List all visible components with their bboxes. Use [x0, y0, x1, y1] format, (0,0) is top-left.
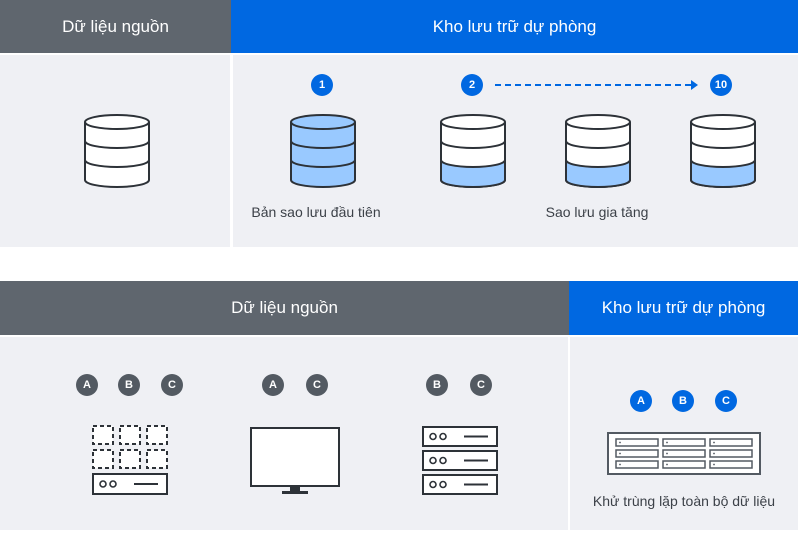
target-badge-a: A — [630, 390, 652, 412]
incremental-backup-label: Sao lưu gia tăng — [545, 204, 649, 220]
server-rack-icon — [422, 426, 498, 495]
dashed-arrow-icon — [495, 80, 698, 90]
bottom-backup-header-label: Kho lưu trữ dự phòng — [601, 298, 766, 317]
source-badge-c: C — [306, 374, 328, 396]
source-badge-b: B — [426, 374, 448, 396]
source-badge-c: C — [161, 374, 183, 396]
target-badge-b: B — [672, 390, 694, 412]
top-backup-header-label: Kho lưu trữ dự phòng — [432, 16, 597, 36]
source-badge-c: C — [470, 374, 492, 396]
full-backup-database-icon — [290, 114, 356, 188]
incremental-database-icon — [690, 114, 756, 188]
first-backup-label: Bản sao lưu đầu tiên — [251, 204, 381, 220]
source-badge-a: A — [76, 374, 98, 396]
incremental-database-icon — [565, 114, 631, 188]
monitor-icon — [250, 427, 340, 494]
source-badge-b: B — [118, 374, 140, 396]
top-source-header-label: Dữ liệu nguồn — [62, 16, 169, 36]
incremental-database-icon — [440, 114, 506, 188]
source-badge-a: A — [262, 374, 284, 396]
source-database-icon — [84, 114, 150, 188]
bottom-source-header-label: Dữ liệu nguồn — [231, 298, 338, 317]
bottom-backup-header: Kho lưu trữ dự phòng — [569, 281, 798, 335]
backup-appliance-icon — [607, 432, 761, 475]
bottom-source-header: Dữ liệu nguồn — [0, 281, 569, 335]
step-badge-10: 10 — [710, 74, 732, 96]
step-badge-1: 1 — [311, 74, 333, 96]
top-source-header: Dữ liệu nguồn — [0, 0, 231, 53]
storage-array-icon — [92, 425, 168, 495]
top-backup-header: Kho lưu trữ dự phòng — [231, 0, 798, 53]
target-badge-c: C — [715, 390, 737, 412]
dedup-label: Khử trùng lặp toàn bộ dữ liệu — [592, 493, 776, 509]
step-badge-2: 2 — [461, 74, 483, 96]
